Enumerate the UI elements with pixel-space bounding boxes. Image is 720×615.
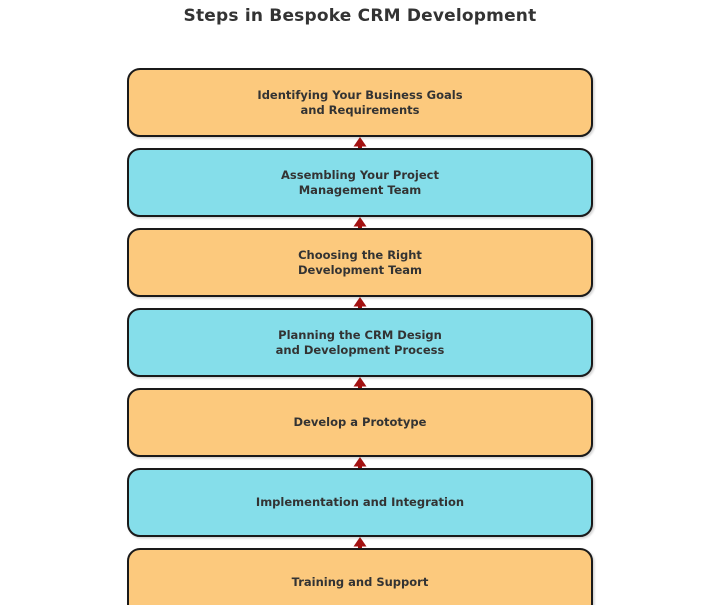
flow-step-choose-dev-team: Choosing the Right Development Team <box>127 228 593 297</box>
flow-step-training-support: Training and Support <box>127 548 593 605</box>
page-title: Steps in Bespoke CRM Development <box>183 6 537 26</box>
flow-step-identify-goals: Identifying Your Business Goals and Requ… <box>127 68 593 137</box>
flow-step-develop-prototype: Develop a Prototype <box>127 388 593 457</box>
flow-step-plan-design: Planning the CRM Design and Development … <box>127 308 593 377</box>
flow-step-implementation: Implementation and Integration <box>127 468 593 537</box>
flow-step-assemble-team: Assembling Your Project Management Team <box>127 148 593 217</box>
